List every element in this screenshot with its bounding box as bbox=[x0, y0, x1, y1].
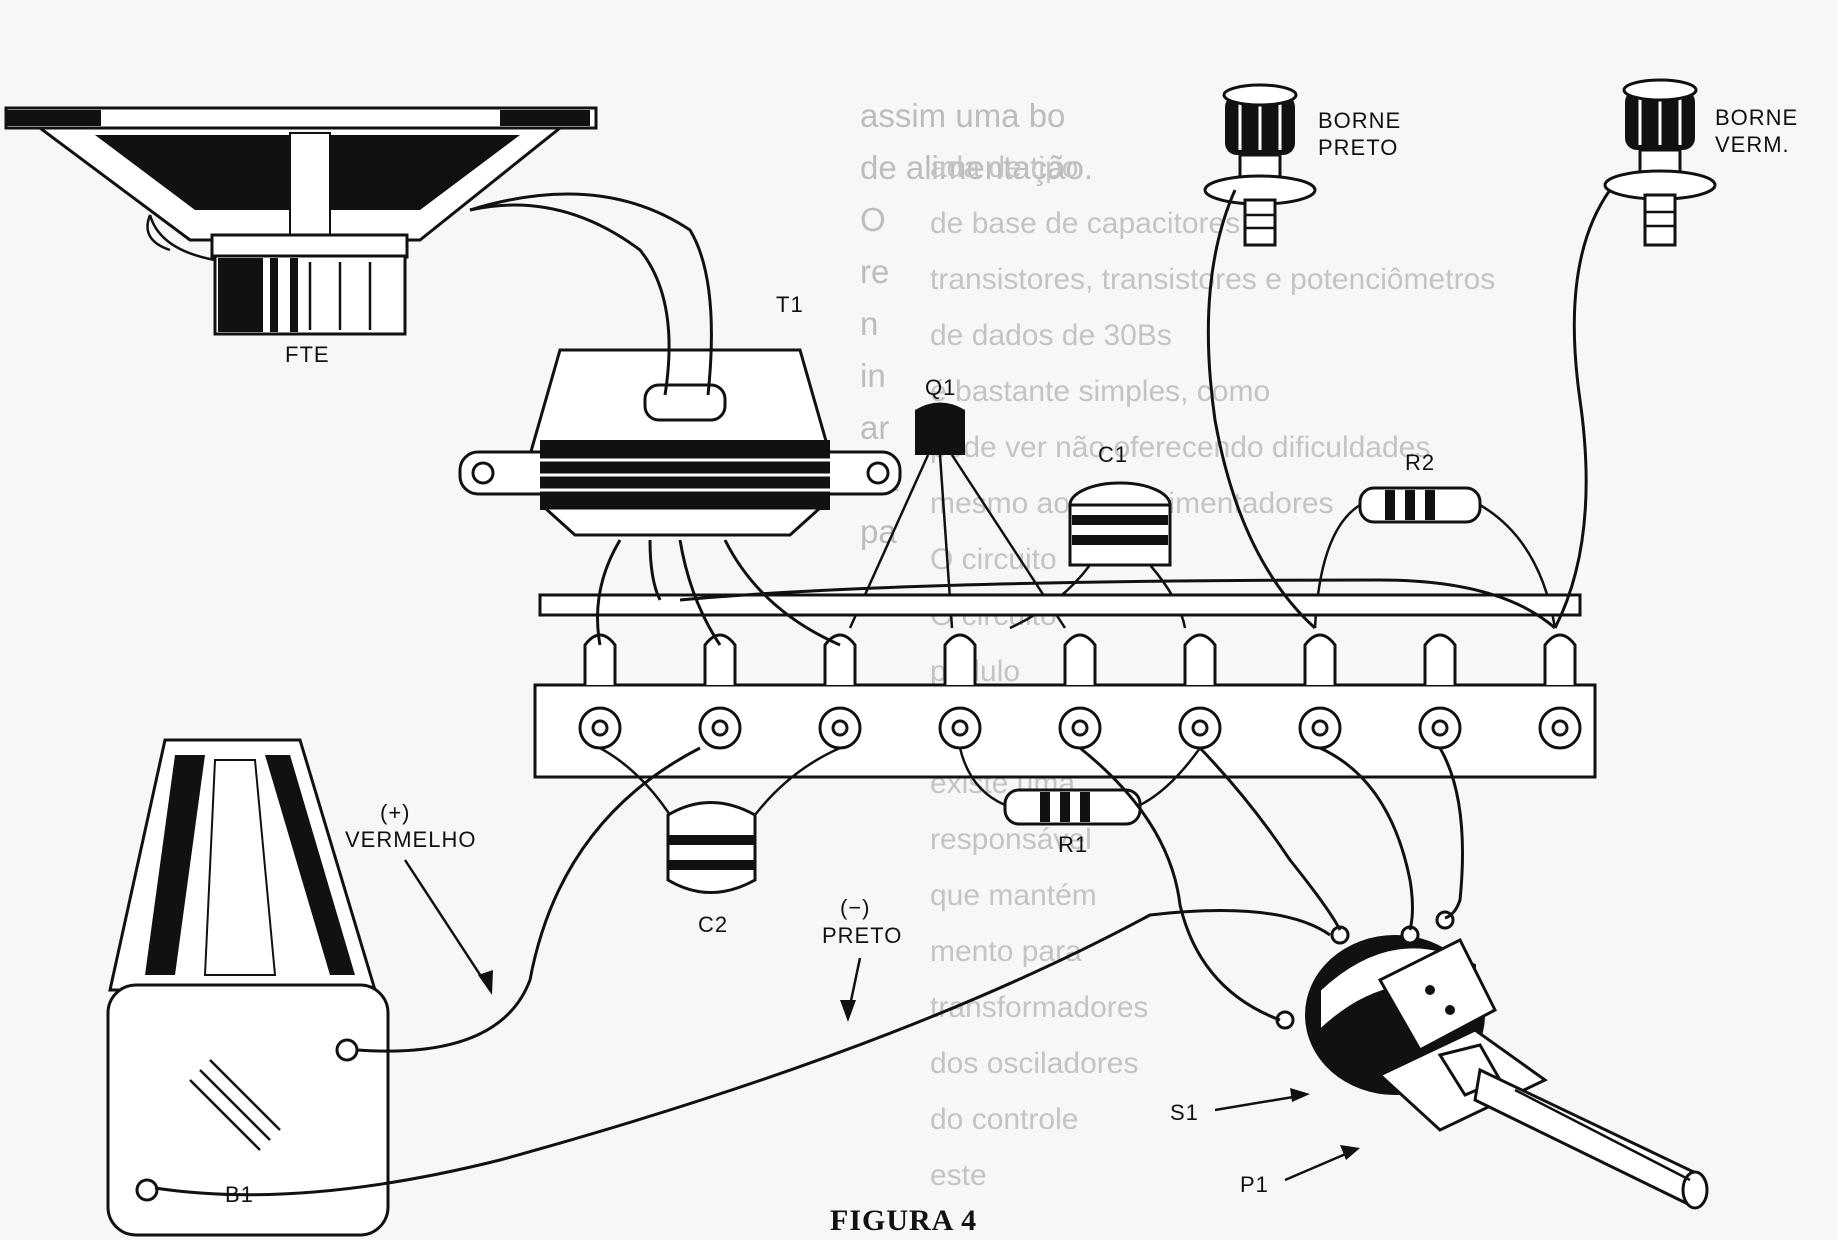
bleed-line: responsável bbox=[930, 823, 1092, 856]
bleed-line: transformadores bbox=[930, 991, 1149, 1024]
positive-arrow bbox=[403, 859, 492, 991]
switch-label: S1 bbox=[1170, 1100, 1199, 1125]
speaker-label: FTE bbox=[285, 342, 330, 367]
potentiometer-drawing bbox=[1275, 910, 1709, 1210]
speaker-drawing bbox=[4, 106, 598, 336]
bleed-line: que mantém bbox=[930, 879, 1097, 912]
bleed-line: do controle bbox=[930, 1103, 1079, 1136]
terminal-red-label-2: VERM. bbox=[1715, 132, 1790, 157]
bleed-line: pode ver não oferecendo dificuldades bbox=[930, 431, 1431, 464]
bleed-line: O circuito bbox=[930, 543, 1057, 576]
capacitor-c1-label: C1 bbox=[1098, 442, 1128, 467]
bleed-line: n bbox=[860, 305, 879, 342]
bleed-line: O bbox=[860, 201, 886, 238]
capacitor-c2-drawing bbox=[599, 746, 841, 894]
capacitor-c1-drawing bbox=[1009, 481, 1187, 630]
background-text-bleed: assim uma bo de alimentação. Oreninartra… bbox=[860, 90, 1820, 610]
bleed-line: ada de tipo bbox=[930, 151, 1079, 184]
terminal-strip bbox=[533, 593, 1597, 779]
binding-post-black bbox=[1203, 83, 1317, 247]
bleed-line: este bbox=[930, 1159, 987, 1192]
transformer-drawing bbox=[458, 348, 902, 537]
figure-caption: FIGURA 4 bbox=[830, 1204, 977, 1237]
terminal-red-label-1: BORNE bbox=[1715, 105, 1798, 130]
bleed-line: assim uma bo bbox=[860, 97, 1066, 134]
positive-label-2: VERMELHO bbox=[345, 827, 476, 852]
bleed-line: pa bbox=[860, 513, 897, 550]
transistor-label: Q1 bbox=[925, 375, 956, 400]
positive-label-1: (+) bbox=[380, 800, 411, 825]
bleed-line: de dados de 30Bs bbox=[930, 319, 1172, 352]
bleed-line: de base de capacitores bbox=[930, 207, 1241, 240]
terminal-black-label-1: BORNE bbox=[1318, 108, 1401, 133]
negative-label-1: (−) bbox=[840, 895, 871, 920]
potentiometer-label: P1 bbox=[1240, 1172, 1269, 1197]
terminal-black-label-2: PRETO bbox=[1318, 135, 1398, 160]
binding-post-red bbox=[1603, 78, 1717, 247]
bleed-line: ar bbox=[860, 409, 890, 446]
resistor-r2-label: R2 bbox=[1405, 450, 1435, 475]
bleed-line: de alimentação. bbox=[860, 149, 1093, 186]
battery-drawing bbox=[106, 738, 390, 1237]
bleed-line: dos osciladores bbox=[930, 1047, 1139, 1080]
transformer-label: T1 bbox=[776, 292, 804, 317]
bleed-line: re bbox=[860, 253, 890, 290]
capacitor-c2-label: C2 bbox=[698, 912, 728, 937]
bleed-line: in bbox=[860, 357, 886, 394]
wires bbox=[154, 189, 1612, 1197]
negative-label-2: PRETO bbox=[822, 923, 902, 948]
resistor-r1-label: R1 bbox=[1058, 832, 1088, 857]
